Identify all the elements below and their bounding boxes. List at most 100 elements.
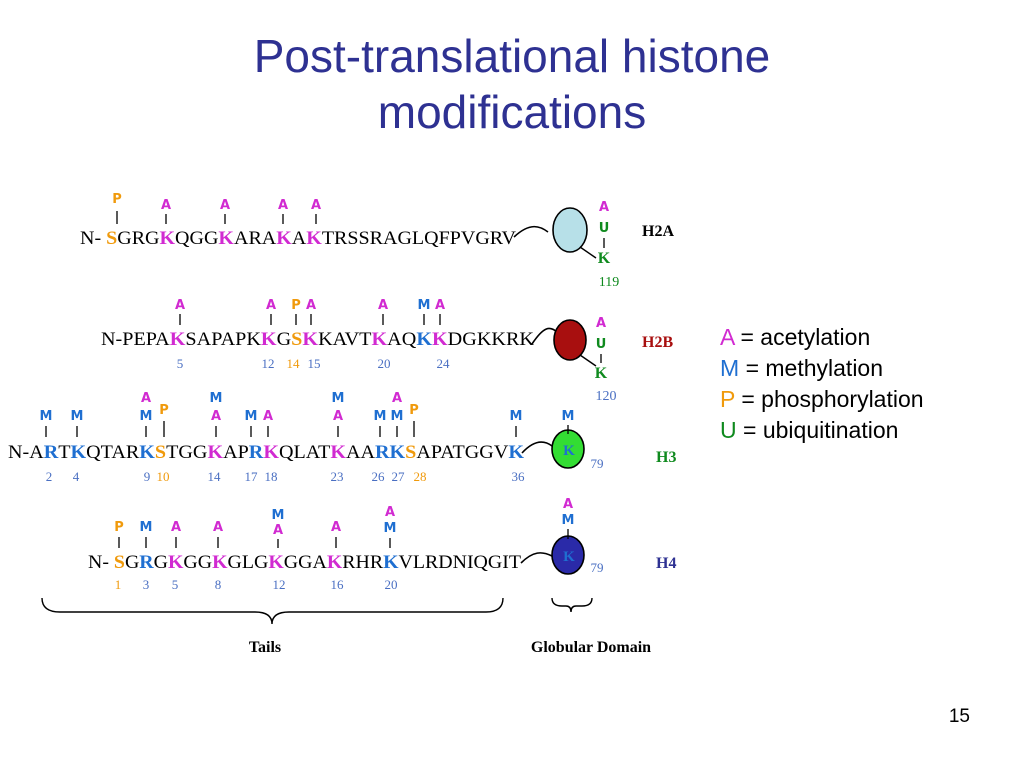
tail-numbers-h2b: 5 12 14 15 20 24 [177,356,450,371]
residue: K [268,552,284,573]
residue: T [322,228,335,249]
residue: K [416,329,432,350]
slide-title: Post-translational histone modifications [0,28,1024,140]
globular-mod-h2a-a: A [599,200,609,215]
residue: K [212,552,228,573]
residue: F [439,228,450,249]
histone-row-h2b: N-PEPAKSAPAPKKGSKKAVTKAQKKDGKKRK A A P A… [101,298,673,404]
residue: A [440,442,455,463]
position-number-h4-20: 20 [385,577,398,592]
residue: G [228,552,243,573]
residue: K [519,329,534,350]
residue: G [284,552,299,573]
position-number-h3-2: 2 [46,469,53,484]
mod-label-h4-s1-p: P [114,520,124,535]
residue: V [502,228,517,249]
mod-label-h2a-k13-a: A [278,198,288,213]
mod-label-h3-r2-m: M [40,409,53,424]
residue: G [298,552,313,573]
mod-label-h3-k9-a: A [141,391,151,406]
globular-residue-h4: K [563,549,575,565]
residue: A [292,228,307,249]
mod-label-h2a-k5-a: A [161,198,171,213]
residue: H [356,552,371,573]
position-number-h3-23: 23 [331,469,344,484]
residue: A [221,329,236,350]
tail-connector-h4 [520,552,553,564]
residue: K [330,442,346,463]
residue: K [170,329,186,350]
residue: G [479,442,494,463]
residue: A [234,228,249,249]
mod-label-h2b-s14-p: P [291,298,301,313]
mod-label-h2b-k12-a: A [266,298,276,313]
residue: E [134,329,146,350]
globular-link-line-h2a [579,246,597,259]
residue: G [193,442,208,463]
residue: A [333,329,348,350]
residue: S [185,329,196,350]
residue: G [465,442,480,463]
mod-label-h4-r3-m: M [140,520,153,535]
residue: P [146,329,157,350]
seq-prefix: N- [101,329,122,350]
position-number-h2b-24: 24 [437,356,451,371]
residue: A [111,442,126,463]
tail-connector-h2a [513,225,549,238]
residue: V [461,228,476,249]
tail-numbers-h4: 1 3 5 8 12 16 20 [115,577,398,592]
legend-code-methylation: M [720,355,740,381]
globular-marks-h2a: A U K 119 [598,200,619,290]
legend-item-methylation: M = methylation [720,353,924,384]
legend-item-acetylation: A = acetylation [720,322,924,353]
residue: P [431,442,442,463]
mod-label-h3-s28-p: P [409,403,419,418]
position-number-h3-10: 10 [157,469,170,484]
mod-label-h3-k4-m: M [71,409,84,424]
residue: A [155,329,170,350]
tail-numbers-h3: 2 4 9 10 14 17 18 23 26 27 28 36 [46,469,525,484]
residue: G [178,442,193,463]
globular-mod-h2b-a: A [596,316,606,331]
residue: K [390,442,406,463]
sequence-h2b: N-PEPAKSAPAPKKGSKKAVTKAQKKDGKKRK [101,329,534,350]
histone-name-h4: H4 [656,555,676,572]
residue: Q [175,228,190,249]
residue: R [375,442,390,463]
histone-row-h2a: N- SGRGKQGGKARAKAKTRSSRAGLQFPVGRV P A A … [80,192,674,290]
residue: G [462,329,477,350]
globular-residue-h2b: K [595,365,608,382]
mod-label-h3-k27-a: A [392,391,402,406]
slide-title-line-1: Post-translational histone [253,30,771,82]
mod-label-h4-k20-m: M [384,521,397,536]
globular-number-h3: 79 [591,456,604,471]
residue: K [327,552,343,573]
residue: L [412,228,424,249]
globular-marks-h2b: A U K 120 [595,316,617,404]
legend-text-methylation: methylation [765,355,884,381]
position-number-h3-36: 36 [512,469,526,484]
residue: Q [86,442,101,463]
residue: A [312,552,327,573]
histone-name-h2b: H2B [642,334,673,351]
legend-item-phosphorylation: P = phosphorylation [720,384,924,415]
residue: V [345,329,360,350]
residue: A [346,442,361,463]
residue: R [139,552,154,573]
residue: S [291,329,302,350]
residue: V [399,552,414,573]
residue: R [342,552,356,573]
residue: R [334,228,348,249]
residue: R [370,552,384,573]
residue: D [448,329,463,350]
residue: R [370,228,384,249]
residue: K [491,329,506,350]
position-number-h4-1: 1 [115,577,122,592]
sequence-h2a: N- SGRGKQGGKARAKAKTRSSRAGLQFPVGRV [80,228,516,249]
residue: G [198,552,213,573]
legend-text-phosphorylation: phosphorylation [761,386,924,412]
histone-row-h4: N- SGRGKGGKGLGKGGAKRHRKVLRDNIQGIT P M A … [88,497,676,592]
position-number-h2b-12: 12 [262,356,275,371]
residue: A [360,442,375,463]
